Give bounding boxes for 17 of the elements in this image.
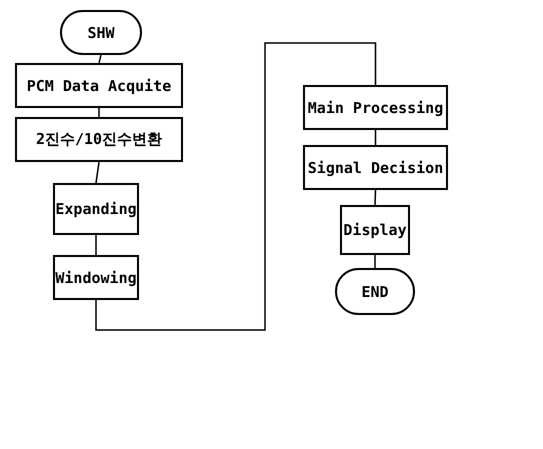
connector-line: [98, 54, 102, 64]
process-box: Signal Decision: [303, 145, 448, 190]
terminator-shape: SHW: [60, 10, 142, 55]
process-box: 2진수/10진수변환: [15, 117, 183, 162]
process-box: PCM Data Acquite: [15, 63, 183, 108]
process-box: Expanding: [53, 183, 139, 235]
process-box: Windowing: [53, 255, 139, 300]
terminator-shape: END: [335, 268, 415, 315]
process-box: Main Processing: [303, 85, 448, 130]
connector-line: [374, 255, 376, 268]
connector-line: [98, 108, 100, 117]
connector-line: [95, 235, 97, 255]
connector-line: [374, 130, 376, 145]
connector-line: [374, 190, 376, 206]
process-box: Display: [340, 205, 410, 255]
connector-line: [95, 162, 100, 184]
connector-line: [95, 42, 376, 331]
